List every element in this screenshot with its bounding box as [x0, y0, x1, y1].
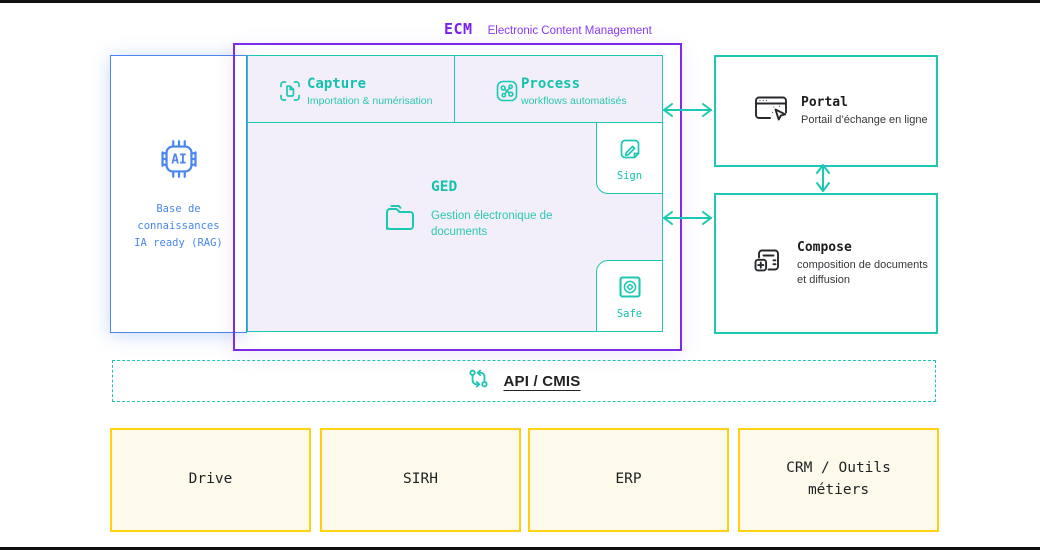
safe-label: Safe	[616, 308, 643, 320]
process-title: Process	[521, 76, 581, 92]
sign-module: Sign	[596, 122, 663, 194]
ged-subtitle: Gestion électronique de documents	[431, 210, 553, 238]
integration-label: CRM / Outils métiers	[786, 460, 891, 498]
process-module: Process workflows automatisés	[454, 55, 663, 124]
integration-box-drive: Drive	[110, 428, 311, 532]
folder-icon	[382, 201, 418, 240]
integration-label: Drive	[188, 471, 233, 488]
sign-label: Sign	[616, 170, 643, 182]
safe-module: Safe	[596, 260, 663, 332]
safe-vault-icon	[617, 274, 643, 305]
api-exchange-icon	[467, 367, 490, 395]
ecm-subtitle: Electronic Content Management	[487, 25, 652, 37]
capture-module: Capture Importation & numérisation	[247, 55, 455, 124]
knowledge-base-box: AI Base de connaissances IA ready (RAG)	[110, 55, 247, 333]
ai-chip-icon: AI	[156, 136, 202, 187]
compose-subtitle: composition de documents et diffusion	[797, 258, 928, 286]
compose-title: Compose	[797, 239, 852, 255]
kb-line-1: Base de	[156, 203, 201, 216]
knowledge-base-label: Base de connaissances IA ready (RAG)	[134, 201, 223, 251]
ged-module: GED Gestion électronique de documents	[247, 122, 663, 332]
bottom-border-line	[0, 547, 1040, 550]
compose-box: Compose composition de documents et diff…	[714, 193, 938, 334]
browser-cursor-icon	[752, 92, 790, 131]
api-cmis-label: API / CMIS	[503, 372, 581, 390]
capture-subtitle: Importation & numérisation	[307, 95, 433, 107]
process-subtitle: workflows automatisés	[521, 95, 627, 107]
svg-text:AI: AI	[171, 153, 187, 168]
workflow-nodes-icon	[494, 78, 520, 109]
kb-line-3: IA ready (RAG)	[134, 236, 223, 249]
integration-box-erp: ERP	[528, 428, 729, 532]
integration-label: ERP	[615, 471, 642, 488]
ecm-title: ECM	[444, 20, 473, 38]
portal-box: Portal Portail d’échange en ligne	[714, 55, 938, 167]
scan-document-icon	[277, 78, 303, 109]
ged-title: GED	[431, 179, 458, 195]
capture-title: Capture	[307, 76, 367, 92]
portal-title: Portal	[801, 94, 848, 110]
kb-line-2: connaissances	[137, 220, 220, 233]
integration-label: SIRH	[403, 471, 438, 488]
integration-box-sirh: SIRH	[320, 428, 521, 532]
top-border-line	[0, 0, 1040, 3]
api-cmis-bar: API / CMIS	[112, 360, 936, 402]
integration-box-crm: CRM / Outils métiers	[738, 428, 939, 532]
signature-pen-icon	[617, 136, 643, 167]
portal-subtitle: Portail d’échange en ligne	[801, 113, 928, 126]
diagram-header: ECM Electronic Content Management	[444, 20, 652, 38]
document-plus-icon	[752, 245, 786, 282]
